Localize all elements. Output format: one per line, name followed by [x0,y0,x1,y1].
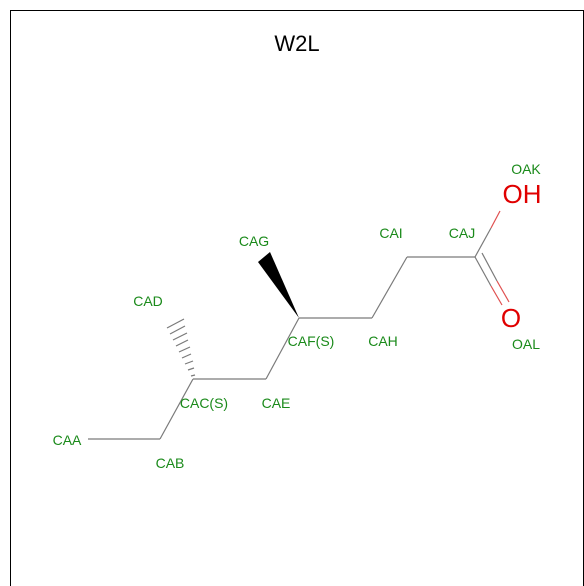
bond-caj-oal-1 [474,256,492,287]
hydroxyl-symbol: OH [503,179,542,209]
carbonyl-oxygen-symbol: O [501,303,521,333]
atom-label-cah: CAH [368,333,398,349]
wedge-bond-caf-cag [258,252,299,318]
atom-label-layer: CAA CAB CAC(S) CAD CAE CAF(S) CAG CAH CA… [53,161,542,471]
bond-caj-oal-2 [481,252,498,282]
atom-label-oal: OAL [512,336,540,352]
atom-label-oak: OAK [511,161,541,177]
atom-label-cai: CAI [379,225,402,241]
hashed-bond-cac-cad [166,318,196,377]
bond-layer [88,210,510,440]
atom-label-caj: CAJ [449,225,475,241]
bond-caj-oal-2-red [496,280,510,303]
bond-caj-oal-1-red [490,285,503,306]
atom-label-cab: CAB [156,455,185,471]
atom-label-cad: CAD [133,293,163,309]
bond-caj-oak [474,227,492,258]
bond-cab-cac [159,378,194,440]
atom-label-caa: CAA [53,432,82,448]
bond-caj-oak-red [490,210,501,229]
molecule-title: W2L [274,31,319,56]
bond-cae-caf [265,317,300,380]
atom-label-cac: CAC(S) [180,395,228,411]
atom-label-cag: CAG [239,233,269,249]
atom-label-caf: CAF(S) [288,333,335,349]
bond-cah-cai [371,256,408,319]
atom-label-cae: CAE [262,395,291,411]
